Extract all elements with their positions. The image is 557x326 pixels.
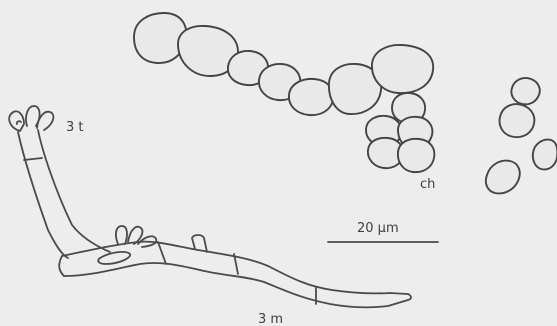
label-hypha-tip: 3 t: [66, 120, 84, 135]
label-scale-bar: 20 μm: [357, 221, 399, 236]
loose-spores: [486, 78, 557, 193]
label-hypha-main: 3 m: [258, 312, 283, 326]
hypha-main: [59, 226, 411, 307]
label-chlamydospores: ch: [420, 177, 435, 192]
hypha-upright: [9, 106, 110, 258]
spore-chain: [134, 13, 433, 115]
spore-cluster: [366, 93, 434, 172]
